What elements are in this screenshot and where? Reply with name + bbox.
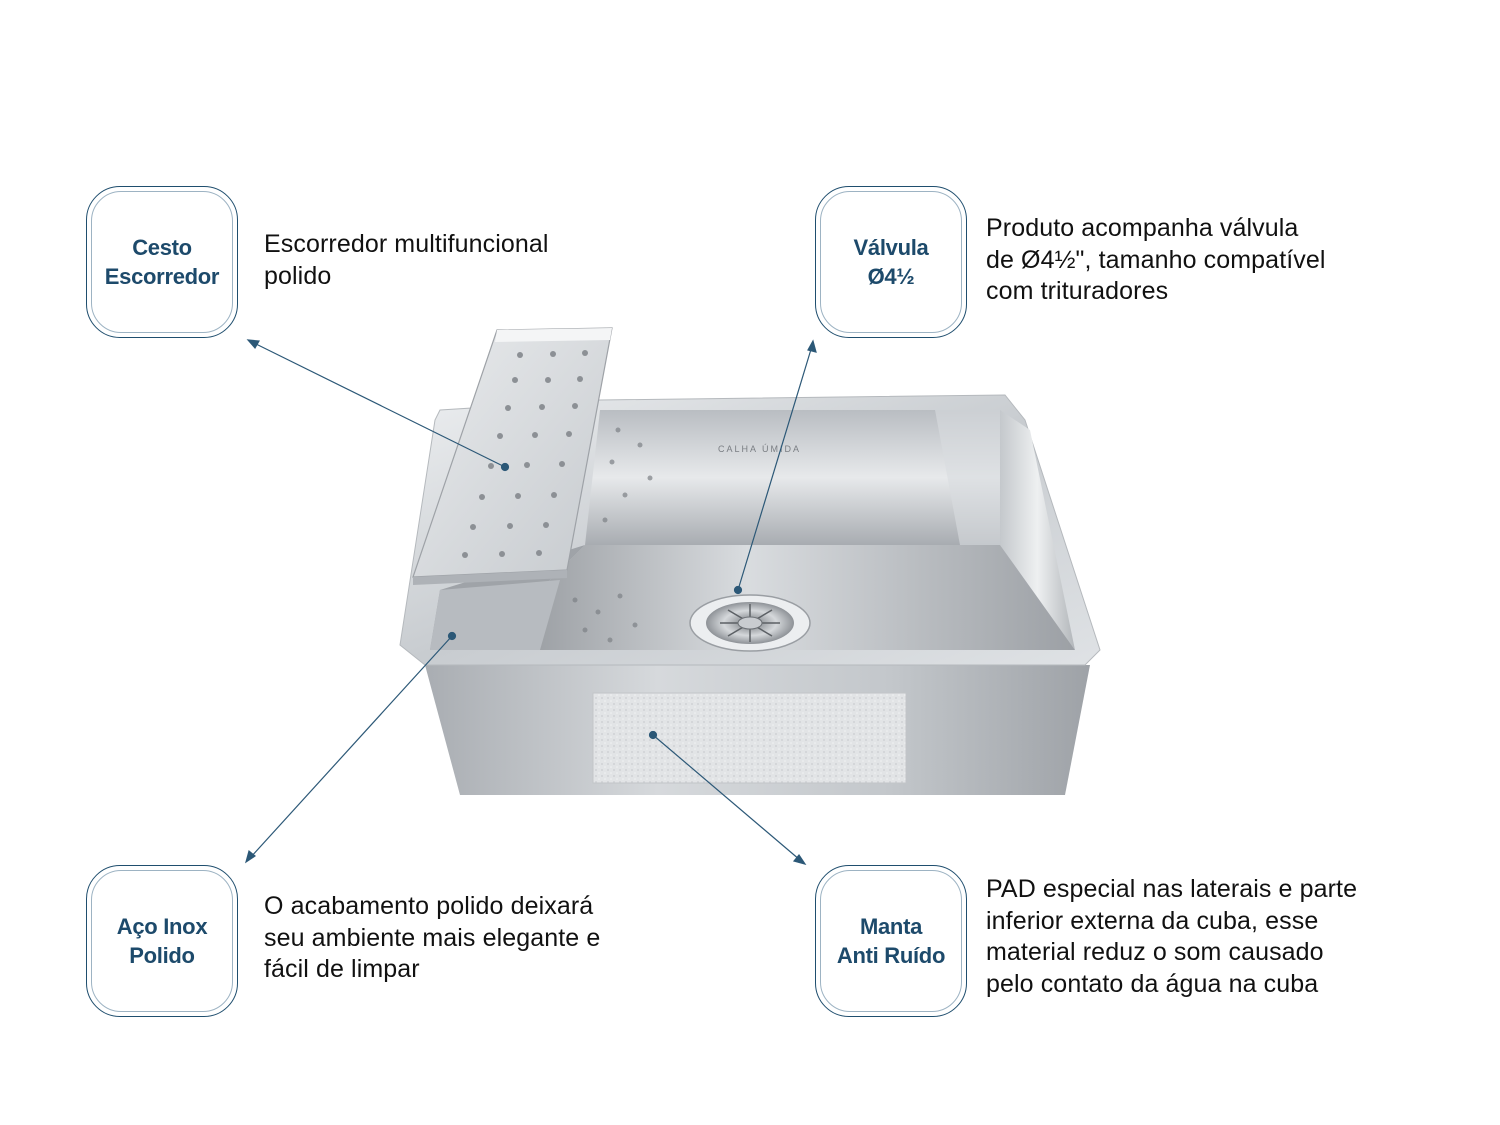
badge-valvula: Válvula Ø4½	[815, 186, 967, 338]
anti-noise-pad	[592, 692, 907, 784]
basin-right-wall	[1000, 410, 1075, 650]
description-valvula: Produto acompanha válvula de Ø4½", taman…	[986, 214, 1326, 305]
basin-back-wall	[585, 410, 1000, 545]
leader-lines	[244, 339, 817, 866]
description-aco-inox: O acabamento polido deixará seu ambiente…	[264, 892, 601, 983]
badge-label: Manta Anti Ruído	[836, 914, 946, 968]
badge-label: Válvula Ø4½	[853, 235, 929, 289]
badge-aco-inox: Aço Inox Polido	[86, 865, 238, 1017]
badge-manta-anti-ruido: Manta Anti Ruído	[815, 865, 967, 1017]
badge-label: Aço Inox Polido	[116, 914, 208, 968]
badge-cesto-escorredor: Cesto Escorredor	[86, 186, 238, 338]
product-engraving: CALHA ÚMIDA	[718, 444, 801, 454]
description-cesto-escorredor: Escorredor multifuncional polido	[264, 230, 549, 290]
description-manta-anti-ruido: PAD especial nas laterais e parte inferi…	[986, 875, 1358, 998]
badge-label: Cesto Escorredor	[104, 235, 220, 289]
